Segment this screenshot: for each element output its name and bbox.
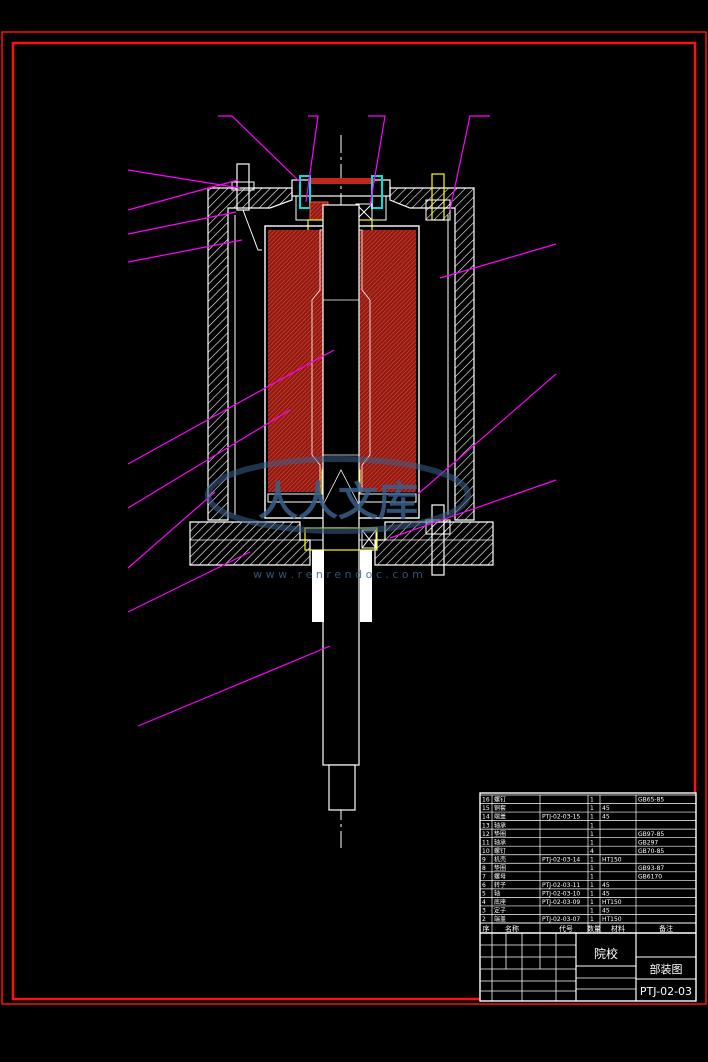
bom-cell-remark: GB297	[638, 839, 658, 846]
bom-cell-code: PTJ-02-03-15	[542, 814, 580, 821]
bom-cell-seq: 4	[482, 899, 486, 906]
bom-cell-name: 轴承	[494, 821, 506, 829]
bom-cell-code: PTJ-02-03-11	[542, 882, 580, 889]
bom-cell-remark: GB65-85	[638, 797, 664, 804]
bom-cell-qty: 1	[590, 908, 594, 915]
header-seq: 序	[483, 924, 490, 933]
bom-cell-code: PTJ-02-03-14	[542, 856, 580, 863]
bom-cell-code: PTJ-02-03-10	[542, 891, 580, 898]
bom-cell-qty: 1	[590, 797, 594, 804]
bom-cell-material: 45	[602, 882, 610, 889]
bom-cell-qty: 1	[590, 839, 594, 846]
bom-cell-remark: GB97-85	[638, 831, 664, 838]
bom-cell-qty: 1	[590, 916, 594, 923]
bom-cell-qty: 1	[590, 822, 594, 829]
bom-cell-name: 垫圈	[494, 864, 506, 872]
bom-cell-seq: 5	[482, 891, 486, 898]
bom-cell-seq: 10	[482, 848, 490, 855]
bom-cell-seq: 2	[482, 916, 486, 923]
bom-cell-qty: 4	[590, 848, 594, 855]
bom-cell-material: 45	[602, 814, 610, 821]
bom-cell-material: 45	[602, 891, 610, 898]
bom-cell-material: HT150	[602, 899, 622, 906]
bom-cell-seq: 8	[482, 865, 486, 872]
bom-cell-name: 轴	[494, 890, 500, 898]
header-qty: 数量	[587, 924, 601, 933]
bom-cell-seq: 15	[482, 805, 490, 812]
bom-cell-qty: 1	[590, 831, 594, 838]
bom-cell-remark: GB6170	[638, 873, 662, 880]
bom-cell-qty: 1	[590, 882, 594, 889]
bom-cell-material: HT150	[602, 856, 622, 863]
bom-cell-name: 底座	[494, 898, 506, 906]
bom-cell-seq: 16	[482, 797, 490, 804]
outer-frame	[1, 31, 707, 1005]
bom-cell-material: 45	[602, 908, 610, 915]
bom-cell-seq: 9	[482, 856, 486, 863]
bom-cell-material: 45	[602, 805, 610, 812]
bom-cell-qty: 1	[590, 805, 594, 812]
bom-cell-seq: 3	[482, 908, 486, 915]
bom-cell-qty: 1	[590, 873, 594, 880]
fasteners	[231, 163, 451, 576]
bom-cell-name: 螺钉	[494, 847, 506, 855]
watermark-url: w w w . r e n r e n d o c . c o m	[253, 568, 423, 581]
bom-cell-name: 转子	[494, 881, 506, 889]
drawing-number: PTJ-02-03	[640, 985, 692, 998]
header-material: 材料	[611, 924, 625, 933]
header-code: 代号	[559, 924, 573, 933]
bom-cell-qty: 1	[590, 814, 594, 821]
bom-cell-qty: 1	[590, 865, 594, 872]
bom-cell-name: 机壳	[494, 855, 506, 863]
bom-cell-remark: GB93-87	[638, 865, 664, 872]
watermark: 人人文库 w w w . r e n r e n d o c . c o m	[205, 456, 471, 581]
bom-cell-name: 定子	[494, 907, 506, 915]
inner-frame	[11, 41, 697, 1001]
bom-cell-code: PTJ-02-03-09	[542, 899, 580, 906]
bom-cell-name: 螺钉	[494, 796, 506, 804]
bom-cell-seq: 6	[482, 882, 486, 889]
bom-cell-seq: 13	[482, 822, 490, 829]
header-remark: 备注	[659, 924, 673, 933]
bom-cell-name: 轴承	[494, 838, 506, 846]
bom-cell-qty: 1	[590, 899, 594, 906]
drawing-name: 部装图	[650, 962, 683, 976]
bom-cell-seq: 7	[482, 873, 486, 880]
bom-cell-qty: 1	[590, 856, 594, 863]
bom-cell-material: HT150	[602, 916, 622, 923]
bom-cell-name: 端盖	[494, 813, 506, 821]
bom-cell-remark: GB70-85	[638, 848, 664, 855]
bom-cell-seq: 11	[482, 839, 490, 846]
bom-cell-name: 垫圈	[494, 830, 506, 838]
bom-cell-code: PTJ-02-03-07	[542, 916, 580, 923]
bom-cell-name: 铜套	[494, 804, 506, 812]
bom-cell-name: 螺母	[494, 872, 506, 880]
bom-cell-name: 端盖	[494, 915, 506, 923]
bom-cell-seq: 12	[482, 831, 490, 838]
leader-lines	[127, 115, 557, 727]
header-name: 名称	[505, 924, 519, 933]
bom-cell-qty: 1	[590, 891, 594, 898]
bom-cell-seq: 14	[482, 814, 490, 821]
watermark-logo: 人人文库	[258, 479, 418, 525]
lower-bearing	[304, 527, 378, 622]
shaft	[322, 204, 360, 811]
school-label: 院校	[594, 946, 618, 961]
